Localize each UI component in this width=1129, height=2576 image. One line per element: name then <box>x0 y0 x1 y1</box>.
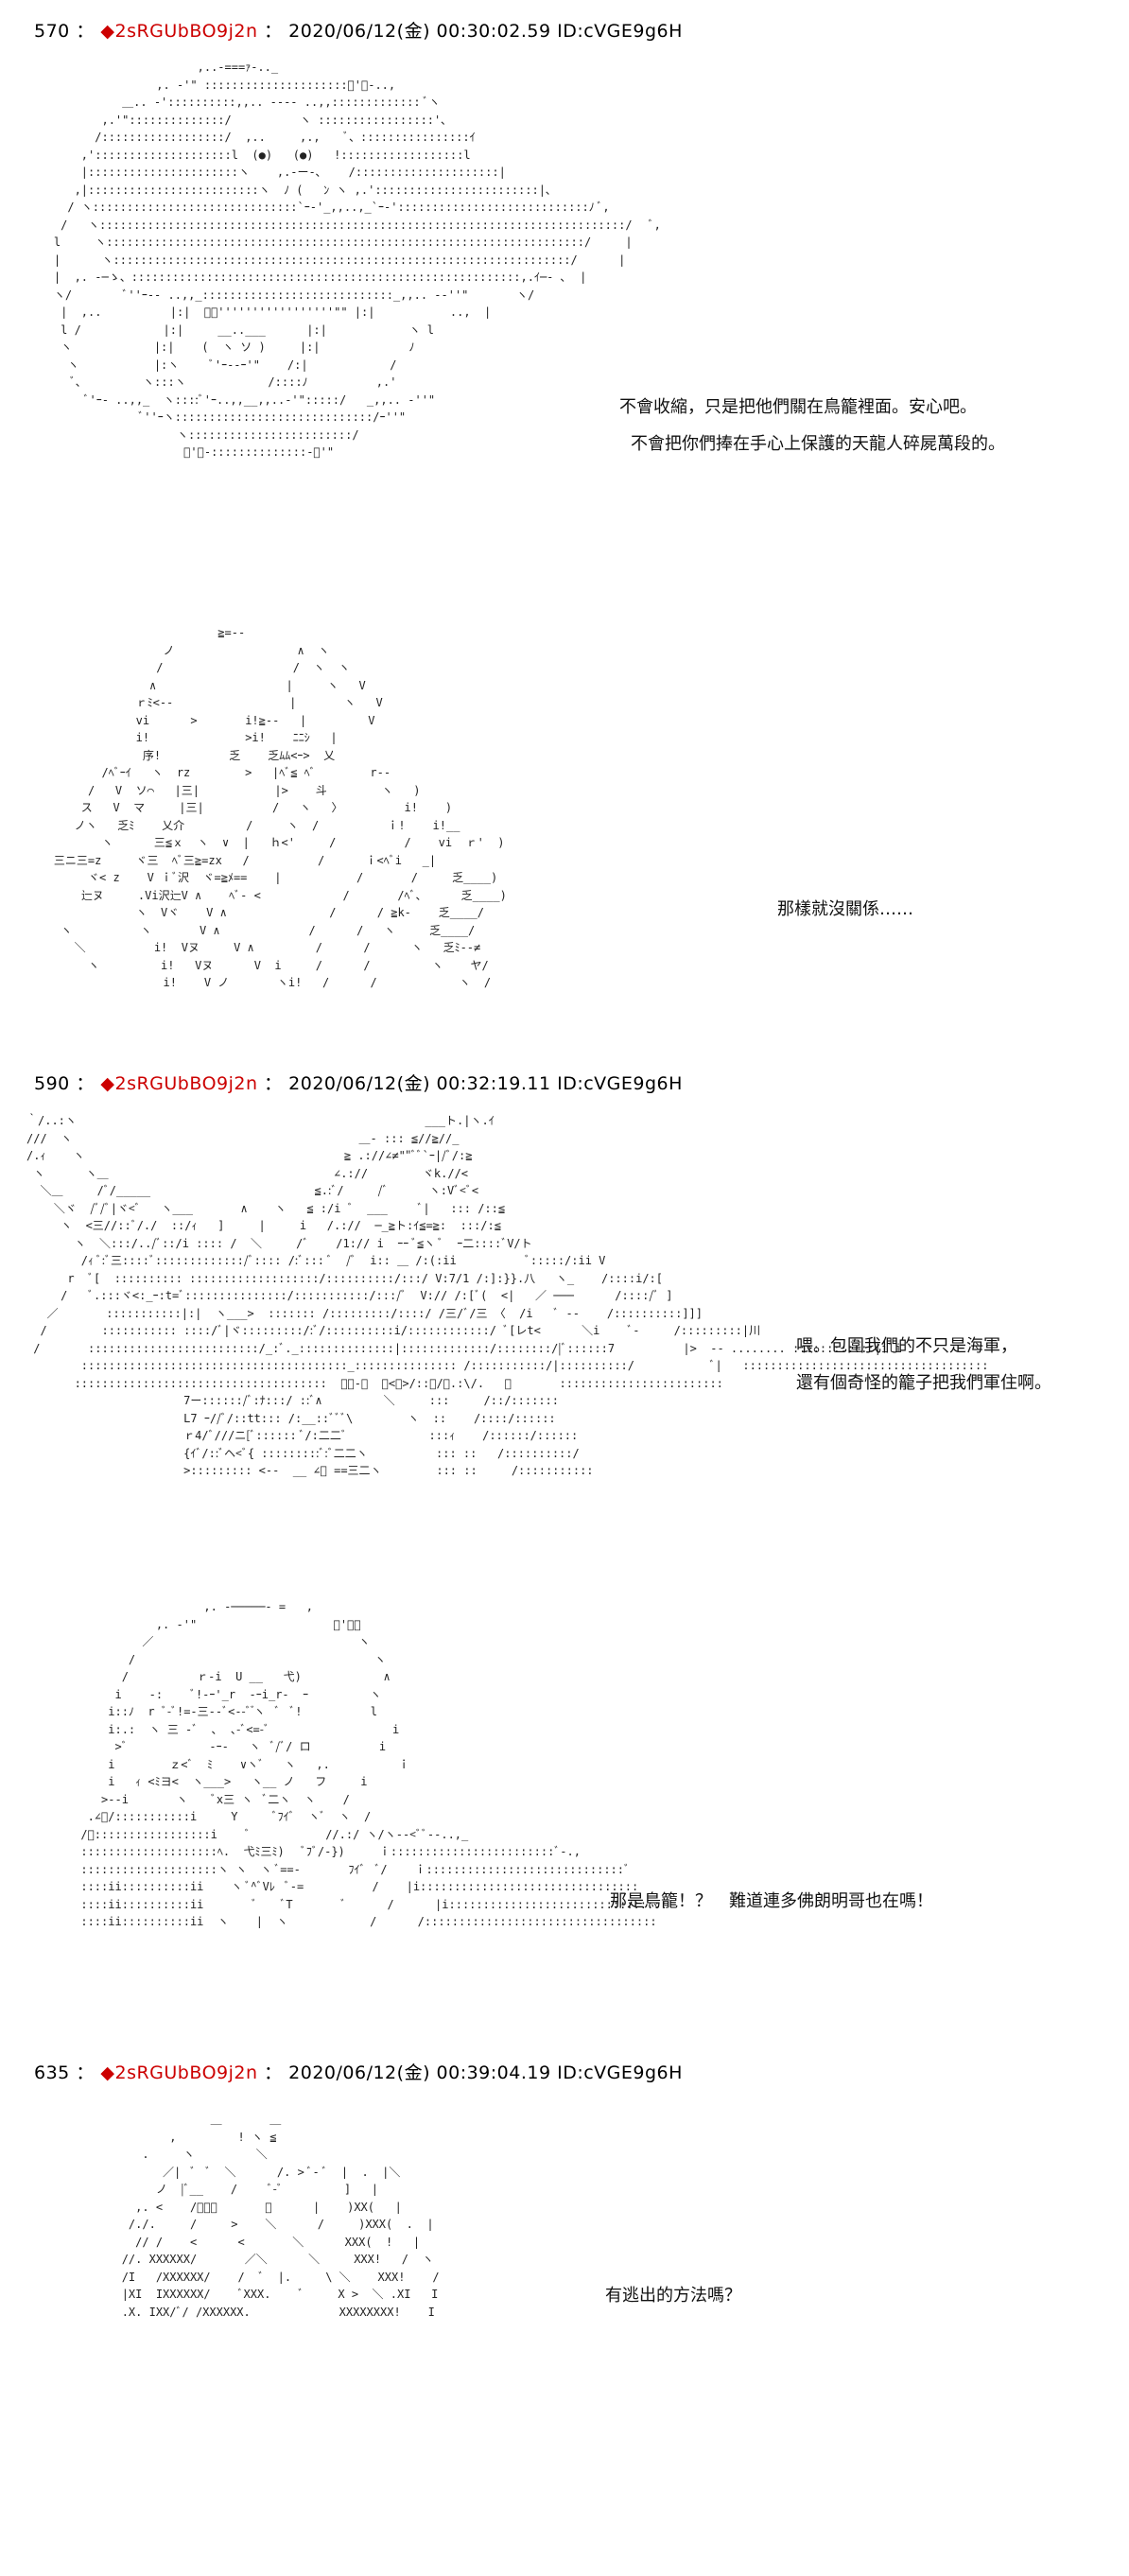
post-header-590: 590 ： ◆2sRGUbBO9j2n ： 2020/06/12(金) 00:3… <box>34 1070 683 1095</box>
post-header-635: 635 ： ◆2sRGUbBO9j2n ： 2020/06/12(金) 00:3… <box>34 2059 683 2084</box>
poster-name[interactable]: ◆2sRGUbBO9j2n <box>100 2063 258 2083</box>
dialogue-panel-2: 那樣就沒關係…… <box>777 891 913 928</box>
post-number: 570 <box>34 21 70 42</box>
poster-name[interactable]: ◆2sRGUbBO9j2n <box>100 1073 258 1094</box>
post-header-570: 570 ： ◆2sRGUbBO9j2n ： 2020/06/12(金) 00:3… <box>34 17 683 43</box>
post-separator: ： <box>264 1073 283 1094</box>
ascii-art-panel-2: ≧=-- ノ ∧ ヽ / / ヽ ヽ ∧ | ヽ V ｒﾐ<-- | ヽ V <box>53 626 507 989</box>
post-datetime: 2020/06/12(金) 00:30:02.59 ID:cVGE9g6H <box>288 21 683 42</box>
dialogue-panel-3: 喂。包圍我們的不只是海軍， 還有個奇怪的籠子把我們軍住啊。 <box>796 1328 1051 1401</box>
post-number: 590 <box>34 1073 70 1094</box>
poster-name[interactable]: ◆2sRGUbBO9j2n <box>100 21 258 42</box>
ascii-art-panel-4: ,. -─────- = , ,. -'" ﾞ'ｰ、 ／ ヽ / ヽ / ｒ-i… <box>80 1600 668 1928</box>
ascii-art-panel-1: ,..-===ｧ-.._ ,. -'" ::::::::::::::::::::… <box>53 61 661 459</box>
post-separator: ： <box>264 2063 283 2083</box>
post-datetime: 2020/06/12(金) 00:39:04.19 ID:cVGE9g6H <box>288 2063 683 2083</box>
post-datetime: 2020/06/12(金) 00:32:19.11 ID:cVGE9g6H <box>288 1073 683 1094</box>
dialogue-line: 不會收縮，只是把他們關在鳥籠裡面。安心吧。 <box>619 397 977 417</box>
post-number: 635 <box>34 2063 70 2083</box>
dialogue-panel-5: 有逃出的方法嗎？ <box>605 2277 741 2314</box>
post-separator: ： <box>264 21 283 42</box>
ascii-art-panel-3: ｀/..:ヽ ___ト.|ヽ.ｲ /// ヽ ＿- ::: ≦//≧//_ /.… <box>26 1114 989 1477</box>
dialogue-panel-1: 不會收縮，只是把他們關在鳥籠裡面。安心吧。 不會把你們捧在手心上保護的天龍人碎屍… <box>619 389 1005 462</box>
ascii-art-panel-5: ＿ ＿ , ! ヽ ≦ . ヽ ＼ ／| ﾞ ﾞ ＼ /. > ﾞ- ﾞ | .… <box>121 2113 440 2319</box>
dialogue-line: 不會把你們捧在手心上保護的天龍人碎屍萬段的。 <box>631 434 1005 454</box>
post-separator: ： <box>76 21 95 42</box>
dialogue-line: 喂。包圍我們的不只是海軍， <box>796 1336 1017 1356</box>
dialogue-line: 那是鳥籠！？ 難道連多佛朗明哥也在嗎！ <box>610 1891 933 1911</box>
post-separator: ： <box>76 2063 95 2083</box>
post-separator: ： <box>76 1073 95 1094</box>
dialogue-line: 那樣就沒關係…… <box>777 899 913 919</box>
dialogue-panel-4: 那是鳥籠！？ 難道連多佛朗明哥也在嗎！ <box>610 1883 933 1920</box>
dialogue-line: 還有個奇怪的籠子把我們軍住啊。 <box>796 1373 1051 1393</box>
dialogue-line: 有逃出的方法嗎？ <box>605 2286 741 2306</box>
